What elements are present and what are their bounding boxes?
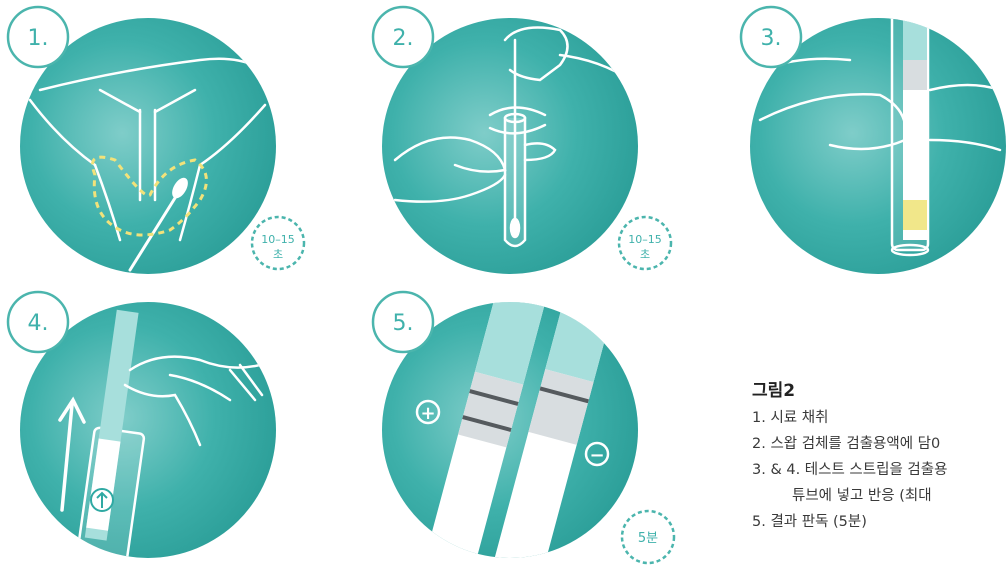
legend-title: 그림2	[752, 376, 947, 401]
negative-sign-label: −	[589, 445, 604, 466]
step-2-panel: 2. 10–15 초	[373, 7, 671, 274]
step-1-timer-value: 10–15	[261, 233, 295, 246]
positive-sign-label: +	[420, 403, 435, 424]
step-1-timer-unit: 초	[273, 248, 283, 261]
step-3-label: 3.	[761, 26, 782, 51]
step-5-timer-value: 5분	[638, 531, 658, 546]
sample-pad	[903, 200, 927, 230]
step-4-label: 4.	[28, 311, 49, 336]
step-5-label: 5.	[393, 311, 414, 336]
step-2-label: 2.	[393, 26, 414, 51]
legend-item: 5. 결과 판독 (5분)	[752, 509, 947, 535]
step-2-timer-unit: 초	[640, 248, 650, 261]
step-2-timer-value: 10–15	[628, 233, 662, 246]
step-1-panel: 1. 10–15 초	[8, 7, 304, 274]
legend-item: 1. 시료 채취	[752, 405, 947, 431]
step-4-panel: 4.	[8, 292, 276, 573]
legend-item: 튜브에 넣고 반응 (최대	[752, 483, 947, 509]
legend-item: 3. & 4. 테스트 스트립을 검출용	[752, 457, 947, 483]
step-3-panel: 3.	[741, 7, 1006, 274]
figure-legend: 그림2 1. 시료 채취 2. 스왑 검체를 검출용액에 담0 3. & 4. …	[752, 376, 947, 535]
step-5-panel: + − 5. 5분	[373, 287, 674, 573]
legend-item: 2. 스왑 검체를 검출용액에 담0	[752, 431, 947, 457]
step-1-label: 1.	[28, 26, 49, 51]
